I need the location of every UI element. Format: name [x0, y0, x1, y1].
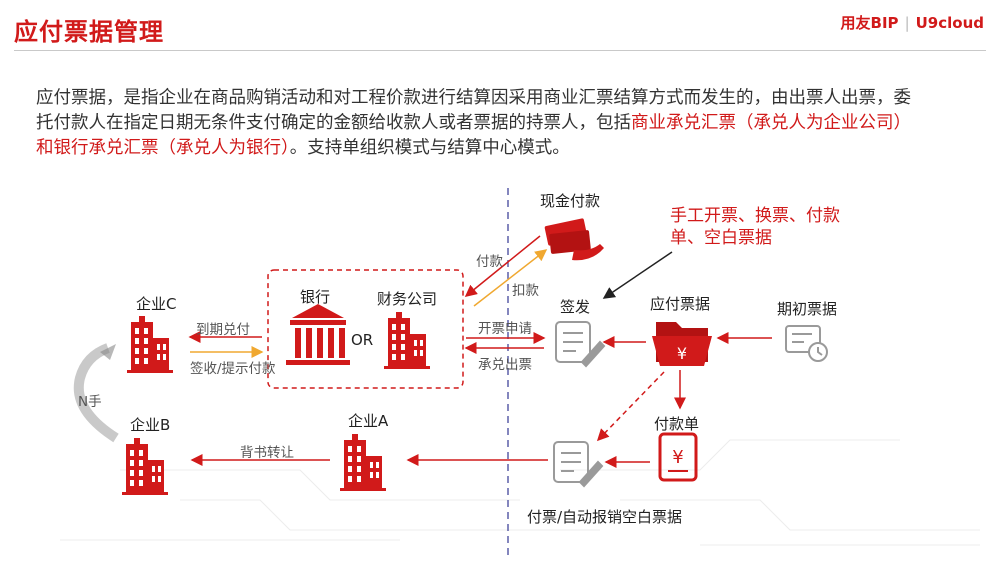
or-label: OR: [351, 331, 374, 349]
opening-bill-label: 期初票据: [777, 300, 838, 318]
bank-label: 银行: [300, 288, 331, 306]
enterprise-b-label: 企业B: [130, 416, 171, 434]
cash-icon: [544, 218, 604, 261]
brand-logo: 用友BIP|U9cloud: [840, 14, 984, 32]
cash-payment-label: 现金付款: [540, 192, 601, 210]
apply-label: 开票申请: [478, 321, 532, 337]
n-hands-curve: [73, 343, 119, 443]
due-redeem-label: 到期兑付: [196, 322, 250, 338]
arrow-pay: [464, 235, 541, 297]
finance-company-label: 财务公司: [377, 290, 438, 308]
sign-label: 签发: [560, 298, 591, 316]
arrow-note-pointer: [602, 251, 673, 299]
n-hands-label: N手: [78, 394, 102, 410]
arrow-deduct: [473, 249, 548, 307]
svg-text:¥: ¥: [672, 447, 683, 468]
receive-present-label: 签收/提示付款: [190, 361, 276, 377]
bank-finance-group-box: [267, 269, 464, 389]
intro-paragraph: 应付票据，是指企业在商品购销活动和对工程价款进行结算因采用商业汇票结算方式而发生…: [36, 86, 916, 161]
intro-highlight: 商业承兑汇票（承兑人为企业公司）和银行承兑汇票（承兑人为银行）: [36, 113, 911, 158]
payment-order-icon: ¥: [658, 432, 698, 482]
payment-order-label: 付款单: [654, 415, 700, 433]
endorse-label: 背书转让: [240, 445, 294, 461]
write-off-label: 付票/自动报销空白票据: [527, 508, 683, 526]
write-off-document-icon: [553, 441, 604, 488]
accept-label: 承兑出票: [478, 357, 532, 373]
page-title: 应付票据管理: [14, 18, 164, 46]
payable-bill-label: 应付票据: [650, 295, 711, 313]
manual-note: 手工开票、换票、付款单、空白票据: [670, 206, 840, 248]
enterprise-c-icon: [127, 316, 173, 373]
enterprise-b-icon: [122, 438, 168, 495]
finance-company-icon: [384, 312, 430, 369]
payable-bill-folder-icon: ¥: [652, 322, 712, 366]
enterprise-a-icon: [340, 434, 386, 491]
enterprise-c-label: 企业C: [136, 295, 177, 313]
intro-text-1: 应付票据，是指企业在商品购销活动和对工程价款进行结算因采用商业汇票结算方式而发生…: [36, 88, 911, 133]
arrow-dashed-write-off: [596, 371, 665, 442]
pay-label: 付款: [476, 254, 503, 270]
bank-icon: [286, 304, 350, 365]
header-divider: [14, 50, 986, 51]
opening-bill-icon: [785, 325, 828, 362]
deduct-label: 扣款: [512, 283, 539, 299]
enterprise-a-label: 企业A: [348, 412, 389, 430]
sign-document-icon: [555, 321, 606, 368]
svg-text:¥: ¥: [677, 344, 687, 363]
intro-text-2: 。支持单组织模式与结算中心模式。: [289, 138, 570, 158]
